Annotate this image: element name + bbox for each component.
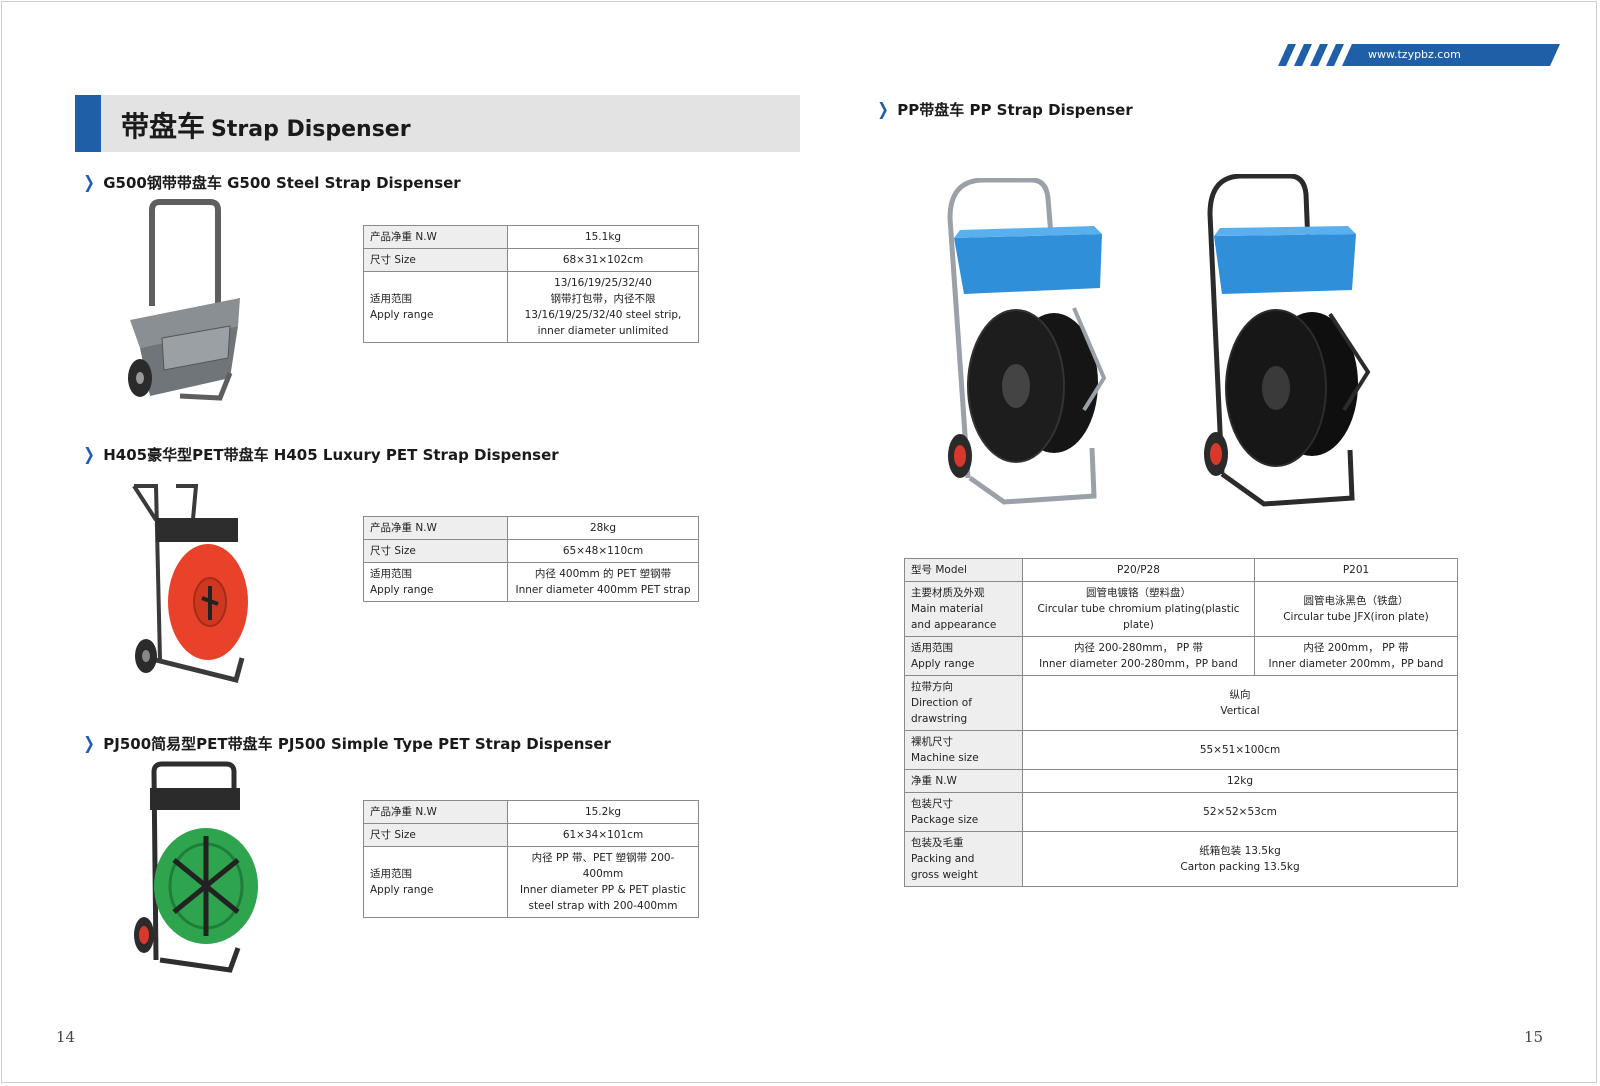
spec-value: 13/16/19/25/32/40 钢带打包带，内径不限 13/16/19/25…: [507, 271, 699, 343]
spec-value: 15.1kg: [507, 225, 699, 249]
spec-value: 28kg: [507, 516, 699, 540]
pp-dispenser-p20-image: [947, 178, 1107, 505]
spec-label: 型号 Model: [904, 558, 1023, 582]
spec-label: 主要材质及外观 Main material and appearance: [904, 581, 1023, 637]
heading-g500-text: G500钢带带盘车 G500 Steel Strap Dispenser: [103, 174, 461, 192]
spec-value: 纸箱包装 13.5kg Carton packing 13.5kg: [1022, 831, 1458, 887]
spec-label: 适用范围 Apply range: [363, 271, 508, 343]
pp-spec-table: 型号 Model P20/P28 P201 主要材质及外观 Main mater…: [904, 558, 1458, 887]
table-row: 适用范围 Apply range 13/16/19/25/32/40 钢带打包带…: [363, 271, 699, 343]
table-row: 适用范围 Apply range 内径 400mm 的 PET 塑钢带 Inne…: [363, 562, 699, 602]
chevron-right-icon: ❯: [83, 734, 95, 754]
heading-h405-text: H405豪华型PET带盘车 H405 Luxury PET Strap Disp…: [103, 446, 559, 464]
h405-spec-table: 产品净重 N.W 28kg 尺寸 Size 65×48×110cm 适用范围 A…: [363, 516, 699, 602]
spec-label: 包装尺寸 Package size: [904, 792, 1023, 832]
table-row: 适用范围 Apply range 内径 200-280mm， PP 带 Inne…: [904, 636, 1458, 676]
pj500-product-image: [134, 761, 258, 973]
table-row: 尺寸 Size 68×31×102cm: [363, 248, 699, 272]
spec-value: 内径 400mm 的 PET 塑钢带 Inner diameter 400mm …: [507, 562, 699, 602]
heading-h405: ❯ H405豪华型PET带盘车 H405 Luxury PET Strap Dis…: [82, 444, 559, 465]
table-row: 拉带方向 Direction of drawstring 纵向 Vertical: [904, 675, 1458, 731]
spec-label: 适用范围 Apply range: [363, 846, 508, 918]
table-row: 产品净重 N.W 15.1kg: [363, 225, 699, 249]
banner-title-cn: 带盘车: [121, 110, 206, 143]
heading-pp: ❯ PP带盘车 PP Strap Dispenser: [876, 99, 1133, 120]
page-number-left: 14: [56, 1028, 76, 1046]
spec-value: 65×48×110cm: [507, 539, 699, 563]
heading-pp-text: PP带盘车 PP Strap Dispenser: [897, 101, 1133, 119]
spec-label: 尺寸 Size: [363, 248, 508, 272]
banner-title-en: Strap Dispenser: [211, 117, 411, 142]
spec-value: 纵向 Vertical: [1022, 675, 1458, 731]
spec-label: 产品净重 N.W: [363, 800, 508, 824]
table-row: 产品净重 N.W 28kg: [363, 516, 699, 540]
chevron-right-icon: ❯: [83, 445, 95, 465]
banner-accent-bar: [75, 95, 101, 152]
spec-value: 12kg: [1022, 769, 1458, 793]
pj500-spec-table: 产品净重 N.W 15.2kg 尺寸 Size 61×34×101cm 适用范围…: [363, 800, 699, 918]
table-row: 包装尺寸 Package size 52×52×53cm: [904, 792, 1458, 832]
h405-product-image: [132, 484, 248, 684]
table-row: 产品净重 N.W 15.2kg: [363, 800, 699, 824]
spec-value: 68×31×102cm: [507, 248, 699, 272]
spec-value: 52×52×53cm: [1022, 792, 1458, 832]
spec-label: 拉带方向 Direction of drawstring: [904, 675, 1023, 731]
g500-spec-table: 产品净重 N.W 15.1kg 尺寸 Size 68×31×102cm 适用范围…: [363, 225, 699, 343]
spec-label: 尺寸 Size: [363, 539, 508, 563]
table-row: 包装及毛重 Packing and gross weight 纸箱包装 13.5…: [904, 831, 1458, 887]
table-row: 型号 Model P20/P28 P201: [904, 558, 1458, 582]
table-row: 尺寸 Size 65×48×110cm: [363, 539, 699, 563]
spec-value: 圆管电泳黑色（铁盘） Circular tube JFX(iron plate): [1254, 581, 1458, 637]
spec-label: 产品净重 N.W: [363, 516, 508, 540]
spec-label: 包装及毛重 Packing and gross weight: [904, 831, 1023, 887]
heading-g500: ❯ G500钢带带盘车 G500 Steel Strap Dispenser: [82, 172, 461, 193]
spec-label: 产品净重 N.W: [363, 225, 508, 249]
table-row: 净重 N.W 12kg: [904, 769, 1458, 793]
chevron-right-icon: ❯: [83, 173, 95, 193]
table-row: 尺寸 Size 61×34×101cm: [363, 823, 699, 847]
spec-value: 15.2kg: [507, 800, 699, 824]
heading-pj500: ❯ PJ500简易型PET带盘车 PJ500 Simple Type PET St…: [82, 733, 611, 754]
spec-value: 55×51×100cm: [1022, 730, 1458, 770]
site-stripe: [1278, 44, 1560, 66]
table-row: 主要材质及外观 Main material and appearance 圆管电…: [904, 581, 1458, 637]
spec-value: 内径 200-280mm， PP 带 Inner diameter 200-28…: [1022, 636, 1255, 676]
spec-value: 内径 200mm， PP 带 Inner diameter 200mm，PP b…: [1254, 636, 1458, 676]
spec-value: P201: [1254, 558, 1458, 582]
table-row: 适用范围 Apply range 内径 PP 带、PET 塑钢带 200-400…: [363, 846, 699, 918]
page-number-right: 15: [1524, 1028, 1544, 1046]
spec-value: 内径 PP 带、PET 塑钢带 200-400mm Inner diameter…: [507, 846, 699, 918]
spec-label: 裸机尺寸 Machine size: [904, 730, 1023, 770]
table-row: 裸机尺寸 Machine size 55×51×100cm: [904, 730, 1458, 770]
spec-label: 净重 N.W: [904, 769, 1023, 793]
heading-pj500-text: PJ500简易型PET带盘车 PJ500 Simple Type PET Str…: [103, 735, 611, 753]
spec-label: 尺寸 Size: [363, 823, 508, 847]
spec-label: 适用范围 Apply range: [363, 562, 508, 602]
spec-value: 61×34×101cm: [507, 823, 699, 847]
pp-dispenser-p201-image: [1204, 174, 1371, 507]
spec-value: P20/P28: [1022, 558, 1255, 582]
g500-product-image: [128, 199, 240, 401]
spec-value: 圆管电镀铬（塑料盘） Circular tube chromium platin…: [1022, 581, 1255, 637]
chevron-right-icon: ❯: [877, 100, 889, 120]
spec-label: 适用范围 Apply range: [904, 636, 1023, 676]
